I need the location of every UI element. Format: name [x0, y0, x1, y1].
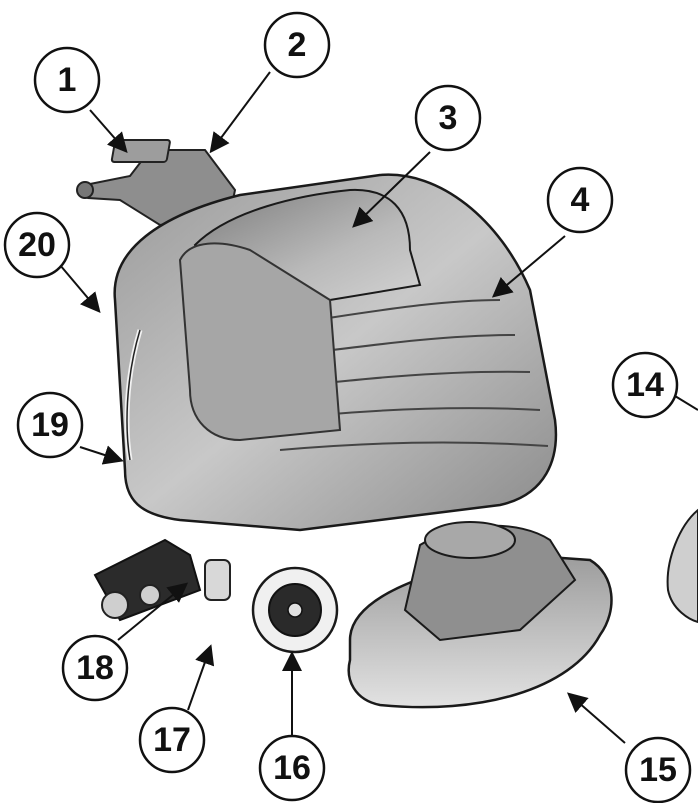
- leader-19: [79, 445, 124, 465]
- leader-lines: [59, 71, 698, 744]
- leader-18: [117, 582, 189, 641]
- callout-19: 19: [16, 391, 84, 459]
- callout-14-label: 14: [626, 366, 664, 404]
- callout-3: 3: [414, 84, 482, 152]
- callout-2-label: 2: [288, 26, 307, 64]
- callout-20-label: 20: [18, 226, 56, 264]
- callouts: 1 2 3 4 14 15 16 17: [3, 11, 692, 803]
- callout-14: 14: [611, 351, 679, 419]
- callout-4: 4: [546, 166, 614, 234]
- callout-18-label: 18: [76, 649, 114, 687]
- leader-3: [352, 151, 431, 228]
- leader-4: [491, 235, 566, 298]
- leader-20: [59, 264, 101, 314]
- callout-2: 2: [263, 11, 331, 79]
- callout-19-label: 19: [31, 406, 69, 444]
- callout-15-label: 15: [639, 751, 677, 789]
- callout-17: 17: [138, 706, 206, 774]
- leader-17: [187, 644, 215, 711]
- leader-15: [566, 692, 626, 744]
- callout-1: 1: [33, 46, 101, 114]
- callout-16: 16: [258, 734, 326, 802]
- callout-17-label: 17: [153, 721, 191, 759]
- callout-20: 20: [3, 211, 71, 279]
- machine-illustration: [76, 139, 698, 709]
- callout-15: 15: [624, 736, 692, 803]
- callout-4-label: 4: [571, 181, 590, 219]
- callout-3-label: 3: [439, 99, 458, 137]
- callout-1-label: 1: [58, 61, 77, 99]
- callout-16-label: 16: [273, 749, 311, 787]
- callout-18: 18: [61, 634, 129, 702]
- leader-1: [89, 109, 128, 154]
- leader-2: [209, 71, 271, 154]
- leader-14: [674, 395, 698, 411]
